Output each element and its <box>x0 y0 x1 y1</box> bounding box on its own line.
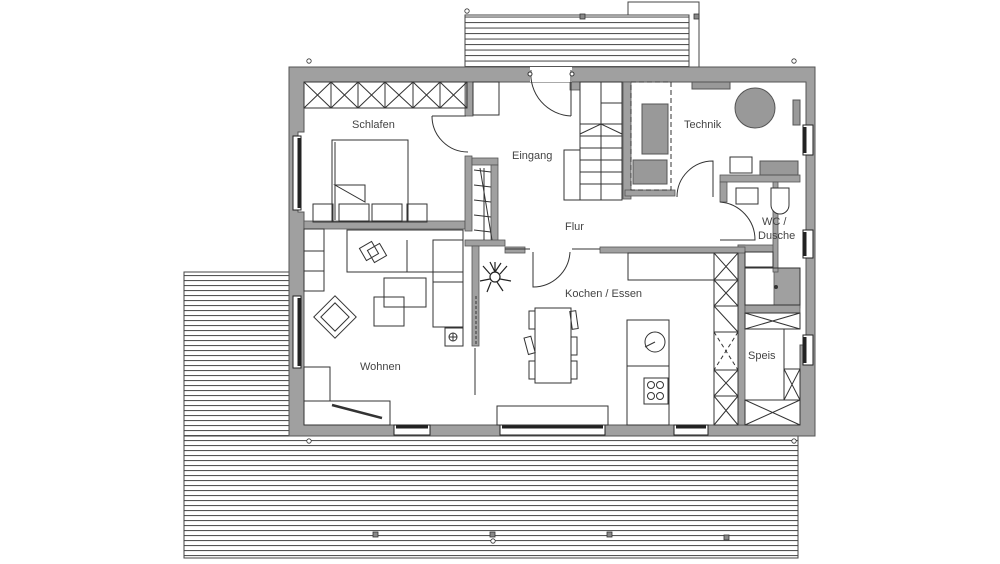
room-label-flur: Flur <box>565 221 584 233</box>
interior-walls <box>303 81 801 426</box>
room-label-wc-line2: Dusche <box>758 230 796 242</box>
armchair <box>313 295 357 339</box>
wc-fixtures <box>735 187 801 306</box>
cooktop-icon <box>643 377 669 405</box>
kitchen <box>496 252 739 426</box>
coffee-table <box>383 277 427 308</box>
dining-table <box>523 307 579 384</box>
room-label-speis: Speis <box>748 350 776 362</box>
sofa <box>346 229 464 273</box>
room-label-kochen-essen: Kochen / Essen <box>565 288 643 300</box>
plant-icon <box>479 261 512 293</box>
bed <box>312 139 428 223</box>
toilet-icon <box>770 187 790 215</box>
technik-equipment <box>630 81 801 191</box>
north-terrace <box>306 1 797 75</box>
eingang-furniture <box>472 81 500 241</box>
fireplace-tool <box>331 403 383 420</box>
sink-icon <box>644 331 666 353</box>
post-icon <box>372 531 379 538</box>
post-icon <box>723 534 730 541</box>
partitions <box>474 296 477 395</box>
tank-icon <box>734 87 776 129</box>
wardrobe <box>303 81 468 109</box>
room-label-wc-line1: WC / <box>762 216 787 228</box>
south-west-terrace <box>183 271 799 559</box>
door-swings <box>431 115 756 288</box>
windows <box>292 124 814 436</box>
living-furniture <box>303 228 464 426</box>
room-label-schlafen: Schlafen <box>352 119 395 131</box>
staircase <box>563 81 623 201</box>
post-icon <box>489 531 496 538</box>
pantry-shelves <box>744 312 801 426</box>
entrance-door <box>527 67 575 117</box>
room-label-wohnen: Wohnen <box>360 361 401 373</box>
post-icon <box>606 531 613 538</box>
room-label-technik: Technik <box>684 119 722 131</box>
room-label-eingang: Eingang <box>512 150 553 162</box>
